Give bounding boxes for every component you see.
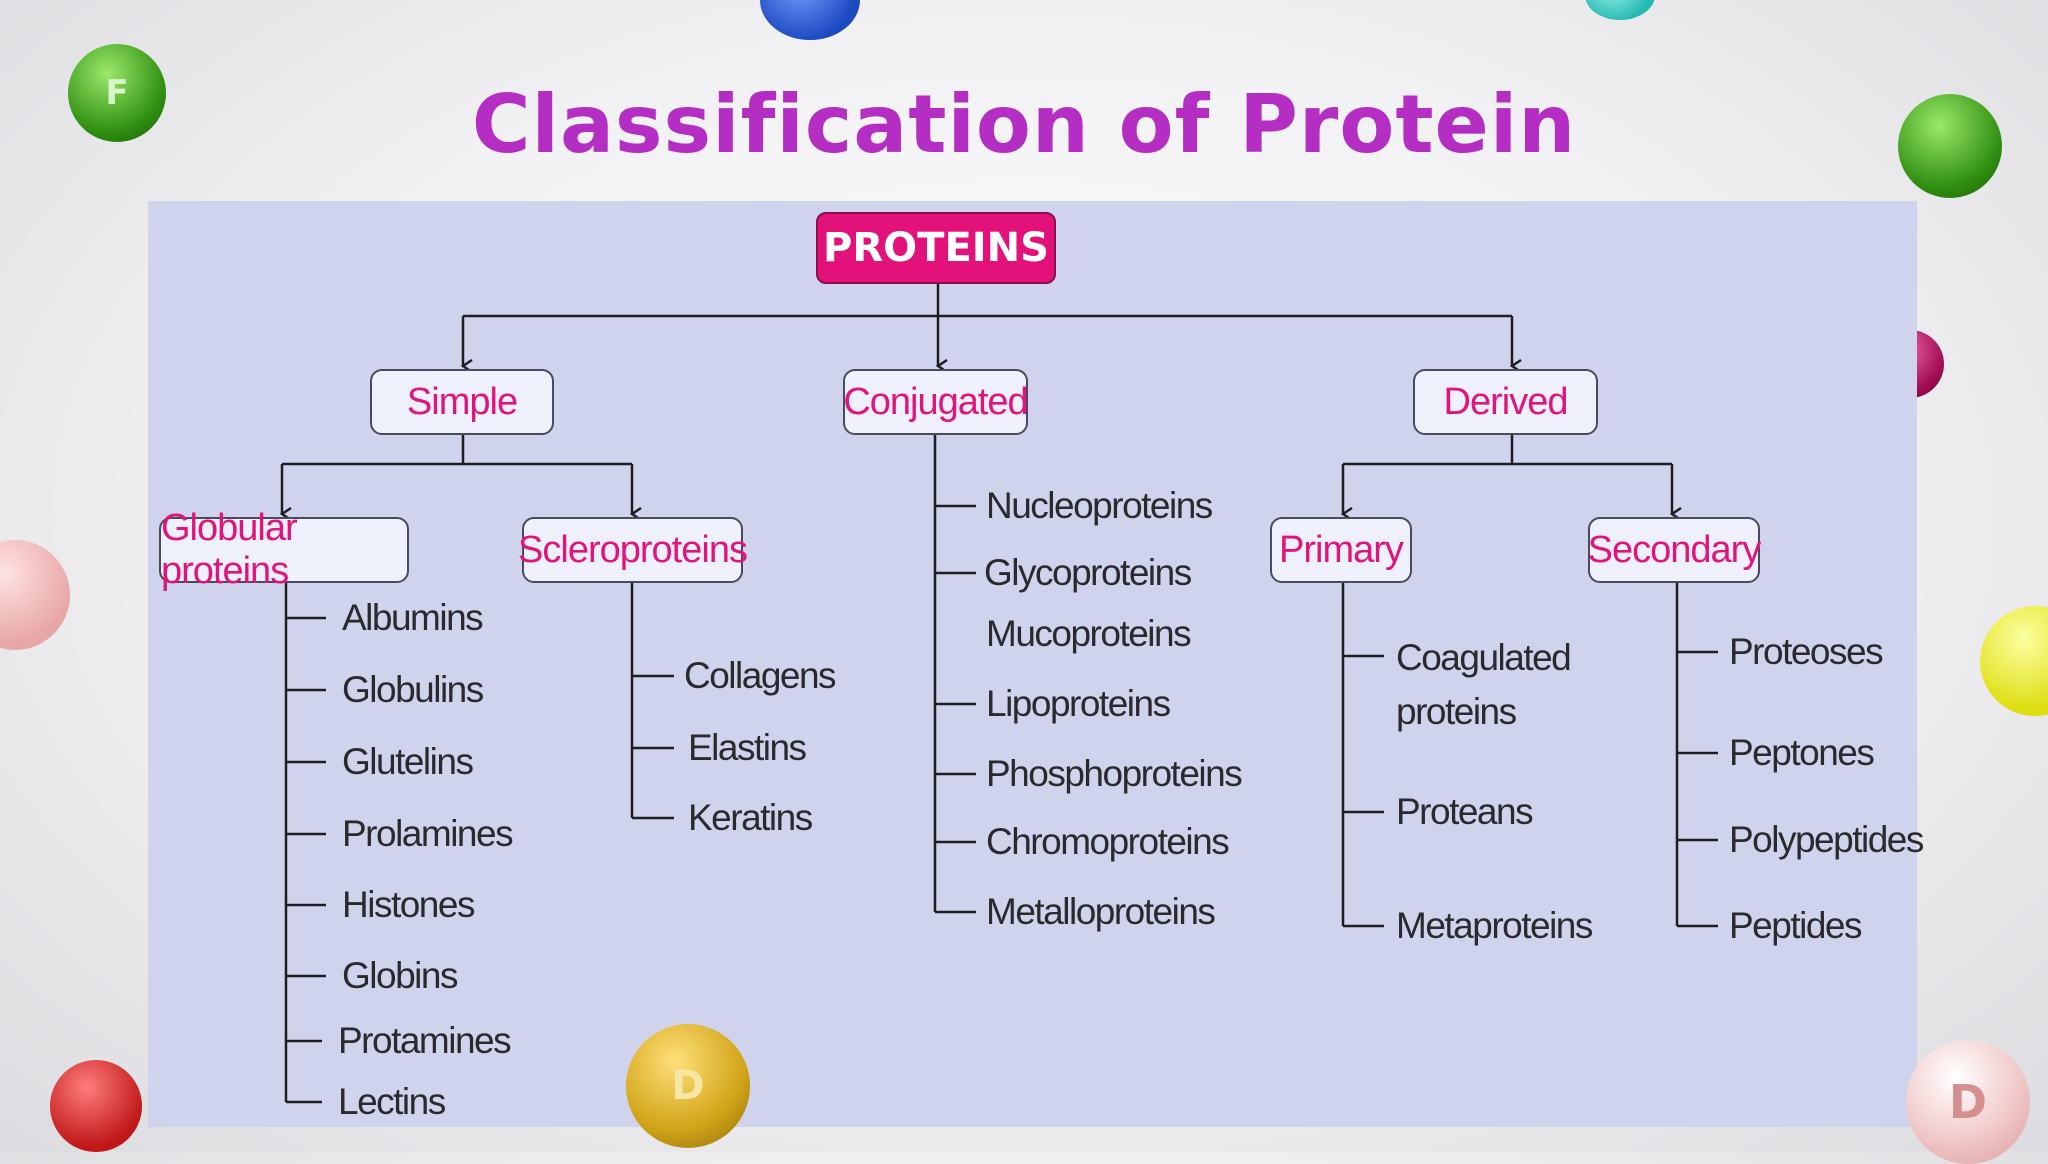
list-item-protamines: Protamines (338, 1020, 512, 1061)
list-item-phosphoproteins: Phosphoproteins (986, 753, 1243, 794)
gold-ball-d-decoration (626, 1024, 750, 1148)
list-item-elastins: Elastins (688, 727, 807, 768)
list-item-globins: Globins (342, 955, 458, 996)
list-item-metaproteins: Metaproteins (1396, 905, 1593, 946)
list-item-chromoproteins: Chromoproteins (986, 821, 1230, 862)
list-item-glutelins: Glutelins (342, 741, 474, 782)
ball-letter-d-pink: D (1948, 1075, 1988, 1129)
list-item-prolamines: Prolamines (342, 813, 514, 854)
green-ball-f-decoration (68, 44, 166, 142)
list-item-globulins: Globulins (342, 669, 484, 710)
list-item-lipoproteins: Lipoproteins (986, 683, 1171, 724)
category-conjugated: Conjugated (843, 369, 1029, 435)
ball-letter-f: F (105, 73, 129, 113)
list-item-metalloproteins: Metalloproteins (986, 891, 1216, 932)
list-item-glycoproteins: Glycoproteins (984, 552, 1192, 593)
list-item-histones: Histones (342, 884, 475, 925)
pink-ball-d-decoration (1906, 1040, 2030, 1164)
list-item-mucoproteins: Mucoproteins (986, 613, 1192, 654)
list-item-keratins: Keratins (688, 797, 813, 838)
list-item-polypeptides: Polypeptides (1729, 819, 1924, 860)
subcategory-secondary: Secondary (1588, 517, 1761, 583)
root-node-proteins: PROTEINS (816, 212, 1056, 284)
subcategory-primary: Primary (1270, 517, 1412, 583)
diagram-panel (148, 201, 1917, 1127)
green-ball-decoration (1898, 94, 2002, 198)
category-derived: Derived (1413, 369, 1598, 435)
list-item-proteans: Proteans (1396, 791, 1534, 832)
list-item-proteoses: Proteoses (1729, 631, 1884, 672)
list-item-peptides: Peptides (1729, 905, 1863, 946)
subcategory-scleroproteins: Scleroproteins (518, 517, 748, 583)
slide-title: Classification of Protein (471, 78, 1577, 171)
list-item-nucleoproteins: Nucleoproteins (986, 485, 1213, 526)
teal-ball-decoration (1585, 0, 1655, 20)
list-item-lectins: Lectins (338, 1081, 446, 1122)
subcategory-globular-proteins: Globular proteins (159, 507, 409, 592)
list-item-coagulated: Coagulated (1396, 637, 1572, 678)
list-item-collagens: Collagens (684, 655, 837, 696)
category-simple: Simple (370, 369, 554, 435)
list-item-peptones: Peptones (1729, 732, 1875, 773)
list-item-coagulated-proteins: proteins (1396, 691, 1517, 732)
red-ball-decoration (50, 1060, 142, 1152)
list-item-albumins: Albumins (342, 597, 484, 638)
ball-letter-d: D (671, 1063, 705, 1109)
